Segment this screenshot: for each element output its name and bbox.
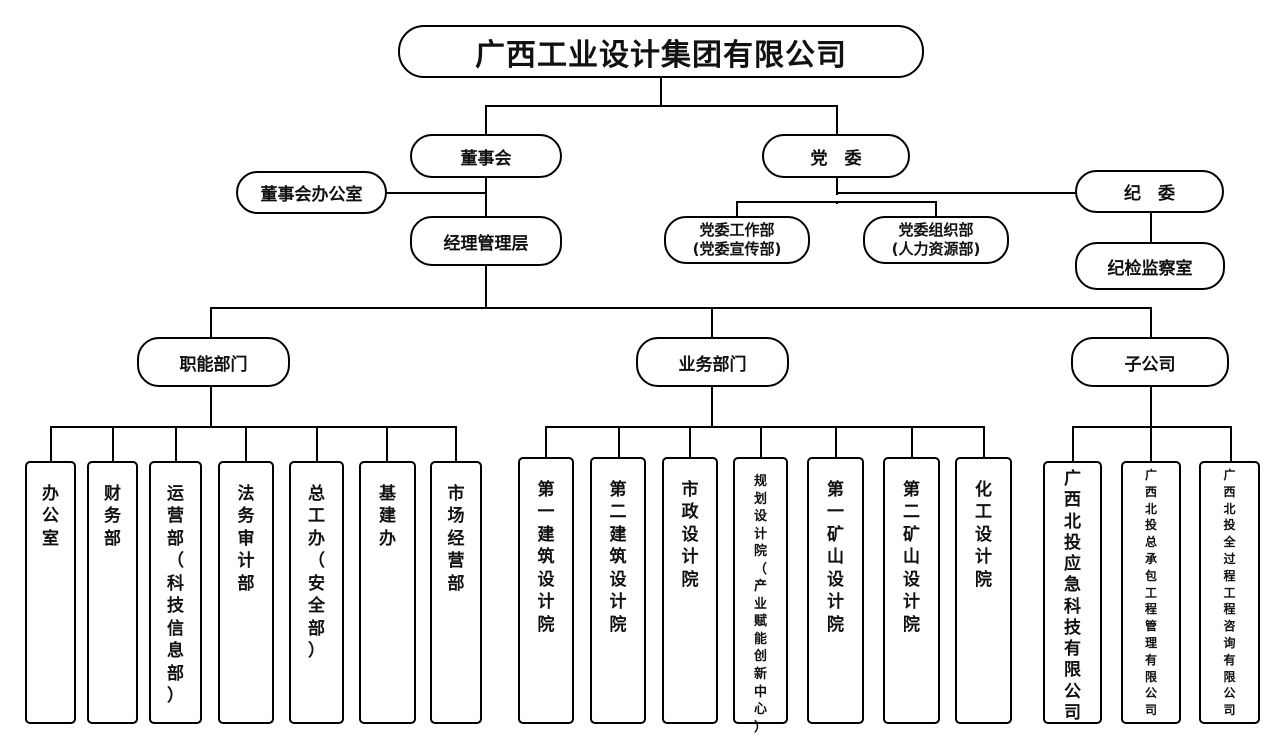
functional-group-node: 职能部门: [137, 337, 290, 387]
dept-node: 总工办（安全部）: [289, 461, 344, 724]
connector: [1072, 426, 1074, 462]
dept-node: 财务部: [87, 461, 138, 724]
connector: [485, 105, 837, 107]
connector: [316, 426, 318, 462]
dept-node: 第一矿山设计院: [807, 457, 864, 724]
root-node: 广西工业设计集团有限公司: [398, 25, 924, 78]
connector: [711, 307, 713, 337]
dept-node: 化工设计院: [955, 457, 1012, 724]
party-org-label: 党委组织部: [898, 221, 974, 240]
connector: [210, 307, 212, 337]
connector: [210, 387, 212, 427]
connector: [50, 426, 52, 462]
connector: [1150, 426, 1152, 462]
dept-node: 第二建筑设计院: [590, 457, 646, 724]
connector: [1230, 426, 1232, 462]
connector: [836, 105, 838, 135]
connector: [689, 426, 691, 458]
connector: [485, 177, 487, 217]
discipline-committee-node: 纪 委: [1075, 170, 1224, 213]
connector: [836, 192, 1076, 194]
party-org-sub: (人力资源部): [891, 240, 981, 258]
connector: [1150, 387, 1152, 427]
board-office-node: 董事会办公室: [236, 171, 387, 214]
connector: [835, 426, 837, 458]
connector: [711, 387, 713, 427]
connector: [660, 78, 662, 106]
connector: [386, 192, 486, 194]
connector: [911, 426, 913, 458]
connector: [1150, 212, 1152, 242]
subsidiary-node: 广西北投应急科技有限公司: [1043, 461, 1102, 724]
connector: [485, 265, 487, 308]
connector: [935, 201, 937, 217]
connector: [50, 426, 457, 428]
connector: [112, 426, 114, 462]
subsidiary-group-node: 子公司: [1071, 337, 1229, 387]
business-group-node: 业务部门: [636, 337, 789, 387]
connector: [760, 426, 762, 458]
subsidiary-node: 广西北投总承包工程管理有限公司: [1121, 461, 1181, 724]
dept-node: 办公室: [25, 461, 76, 724]
dept-node: 第二矿山设计院: [883, 457, 940, 724]
connector: [175, 426, 177, 462]
subsidiary-node: 广西北投全过程工程咨询有限公司: [1199, 461, 1260, 724]
dept-node: 市场经营部: [430, 461, 482, 724]
connector: [210, 307, 1151, 309]
dept-node: 基建办: [359, 461, 416, 724]
board-node: 董事会: [410, 134, 562, 178]
connector: [836, 202, 838, 204]
connector: [386, 426, 388, 462]
management-node: 经理管理层: [410, 216, 562, 266]
party-work-label: 党委工作部: [699, 221, 775, 240]
connector: [736, 201, 738, 217]
party-committee-node: 党 委: [762, 134, 910, 178]
dept-node: 运营部（科技信息部）: [149, 461, 202, 724]
connector: [736, 201, 936, 203]
party-work-sub: (党委宣传部): [692, 240, 782, 258]
connector: [245, 426, 247, 462]
connector: [983, 426, 985, 458]
party-org-node: 党委组织部 (人力资源部): [863, 216, 1009, 264]
discipline-office-node: 纪检监察室: [1075, 242, 1225, 290]
connector: [1072, 426, 1232, 428]
dept-node: 市政设计院: [662, 457, 718, 724]
connector: [545, 426, 547, 458]
party-work-node: 党委工作部 (党委宣传部): [664, 216, 810, 264]
connector: [618, 426, 620, 458]
dept-node: 法务审计部: [218, 461, 274, 724]
connector: [455, 426, 457, 462]
dept-node: 规划设计院（产业赋能创新中心）: [733, 457, 788, 735]
dept-node: 第一建筑设计院: [518, 457, 574, 724]
connector: [836, 177, 838, 195]
connector: [545, 426, 985, 428]
connector: [1150, 307, 1152, 337]
connector: [485, 105, 487, 135]
